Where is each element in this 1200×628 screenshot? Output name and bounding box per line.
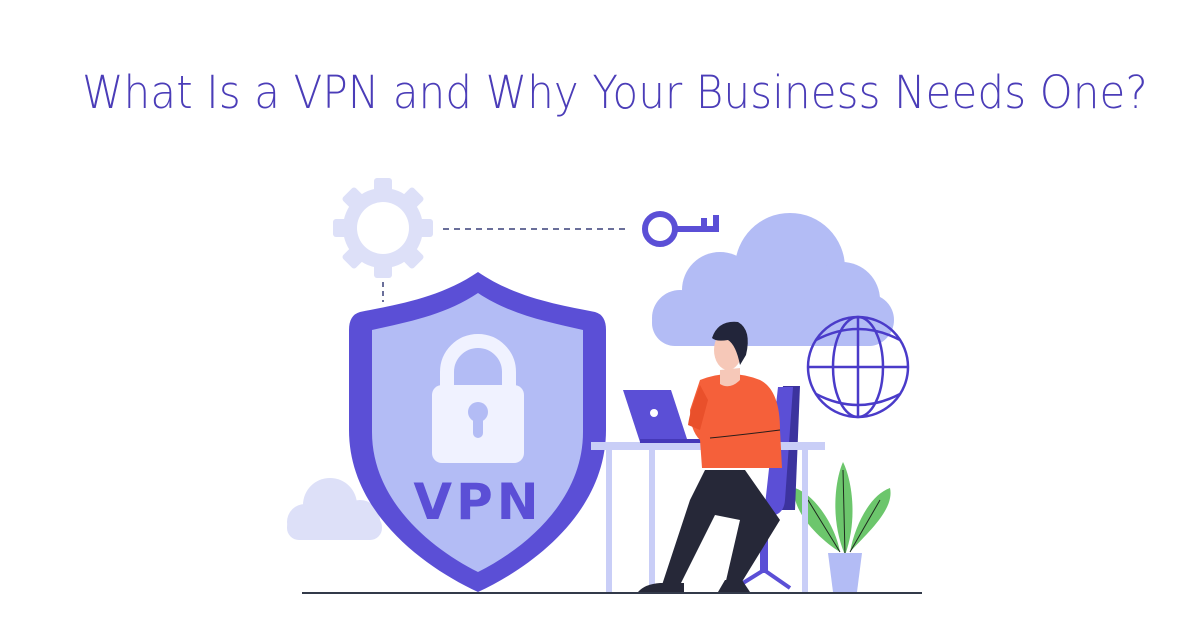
shield-label: VPN — [413, 473, 542, 531]
padlock-icon — [432, 334, 524, 463]
globe-icon — [806, 315, 910, 419]
plant-icon — [794, 462, 891, 592]
small-cloud-icon — [287, 478, 382, 540]
laptop-icon — [623, 390, 705, 443]
person — [638, 321, 782, 592]
key-icon — [642, 211, 719, 247]
cloud-icon — [652, 213, 894, 346]
page-title: What Is a VPN and Why Your Business Need… — [82, 66, 1148, 119]
gear-icon — [333, 178, 433, 278]
